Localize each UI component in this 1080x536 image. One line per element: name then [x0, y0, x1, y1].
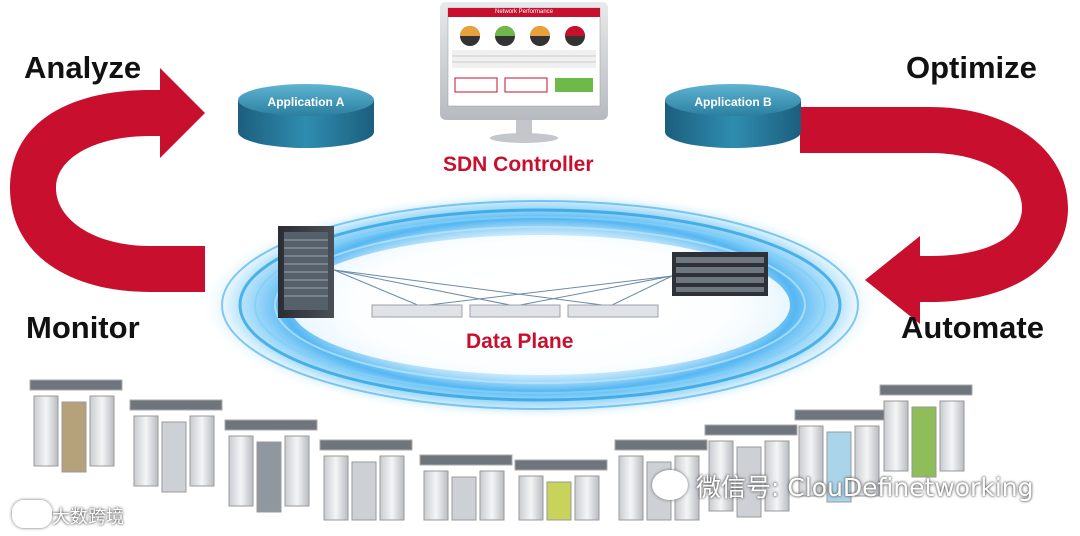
- server-group: [29, 379, 123, 473]
- server-row: [29, 379, 973, 521]
- rack-server: [278, 226, 334, 318]
- dashboard-gauges: [460, 26, 585, 46]
- application-b-cylinder: [665, 84, 801, 148]
- logo-icon: [12, 500, 52, 528]
- application-a-label: Application A: [267, 95, 345, 109]
- application-a-cylinder: [238, 84, 374, 148]
- access-switch-2: [469, 304, 561, 318]
- application-b-label: Application B: [694, 95, 772, 109]
- right-cycle-arrow: [800, 107, 1068, 324]
- sdn-controller-label: SDN Controller: [443, 153, 594, 176]
- watermark-left: 大数跨境: [52, 507, 124, 528]
- dashboard-title: Network Performance: [494, 9, 554, 15]
- server-group: [419, 454, 513, 521]
- server-group: [879, 384, 973, 478]
- server-group: [514, 459, 608, 521]
- watermark-right: 微信号: ClouDefinetworking: [696, 473, 1034, 502]
- data-plane-links: [333, 269, 673, 307]
- analyze-label: Analyze: [24, 50, 142, 85]
- controller-monitor: [440, 2, 608, 143]
- left-cycle-arrow: [10, 68, 205, 292]
- access-switch-3: [567, 304, 659, 318]
- optimize-label: Optimize: [906, 50, 1037, 85]
- automate-label: Automate: [901, 310, 1044, 345]
- wechat-icon: [652, 470, 688, 500]
- server-group: [319, 439, 413, 521]
- core-switch: [672, 252, 768, 296]
- server-group: [794, 409, 888, 503]
- data-plane-label: Data Plane: [466, 330, 574, 353]
- server-group: [129, 399, 223, 493]
- server-group: [224, 419, 318, 513]
- monitor-label: Monitor: [26, 310, 140, 345]
- access-switch-1: [371, 304, 463, 318]
- server-group: [704, 424, 798, 518]
